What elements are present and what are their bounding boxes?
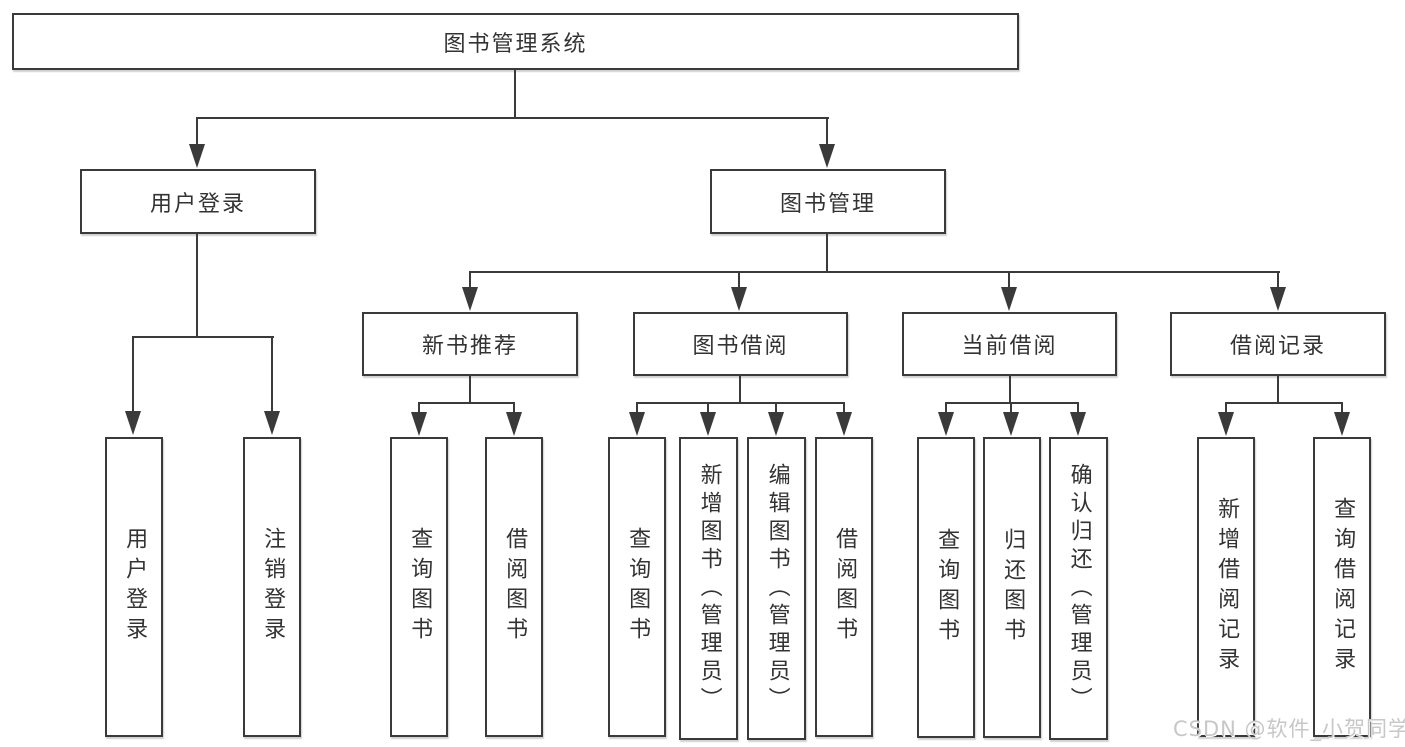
connector-recommend-stem	[469, 374, 471, 403]
connector-login-drop-1	[132, 336, 134, 413]
node-book-borrow: 图书借阅	[633, 312, 848, 376]
arrow-to-add-borrow-record	[1218, 412, 1234, 436]
leaf-borrow-books-recommend-label: 借阅图书	[502, 527, 528, 647]
leaf-edit-books-admin-label: 编辑图书（管理员）	[764, 462, 790, 715]
connector-borrow-stem	[739, 374, 741, 403]
arrow-to-borrow-records	[1270, 287, 1286, 311]
connector-recommend-drop-1	[418, 402, 420, 414]
arrow-to-query-books-borrow	[629, 412, 645, 436]
connector-root-drop-left	[196, 117, 198, 146]
arrow-to-confirm-return-admin	[1070, 412, 1086, 436]
connector-records-crossbar	[1225, 402, 1343, 404]
connector-current-stem	[1009, 374, 1011, 403]
arrow-to-query-books-current	[938, 412, 954, 436]
arrow-to-user-login	[189, 144, 205, 168]
leaf-query-books-recommend-label: 查询图书	[407, 527, 433, 647]
leaf-confirm-return-admin: 确认归还（管理员）	[1049, 437, 1108, 740]
connector-borrow-drop-4	[843, 402, 845, 414]
arrow-to-borrow-books	[836, 412, 852, 436]
arrow-to-query-borrow-record	[1334, 412, 1350, 436]
arrow-to-add-books-admin	[700, 412, 716, 436]
leaf-query-borrow-record: 查询借阅记录	[1313, 437, 1371, 737]
leaf-return-books-label: 归还图书	[1000, 527, 1026, 648]
leaf-user-login: 用户登录	[105, 437, 163, 737]
csdn-watermark: CSDN @软件_小贺同学	[1173, 717, 1405, 741]
arrow-to-leaf-logout	[264, 411, 280, 435]
connector-mgmt-drop-3	[1008, 271, 1010, 289]
leaf-borrow-books-label: 借阅图书	[832, 527, 858, 647]
leaf-confirm-return-admin-label: 确认归还（管理员）	[1066, 462, 1092, 715]
node-root-label: 图书管理系统	[443, 31, 588, 57]
connector-borrow-crossbar	[636, 402, 845, 404]
connector-borrow-drop-2	[707, 402, 709, 414]
leaf-user-login-label: 用户登录	[122, 527, 148, 647]
node-new-book-recommend: 新书推荐	[362, 312, 578, 376]
leaf-query-books-borrow-label: 查询图书	[625, 527, 651, 647]
leaf-query-borrow-record-label: 查询借阅记录	[1330, 497, 1356, 677]
connector-mgmt-drop-2	[738, 271, 740, 289]
leaf-return-books: 归还图书	[983, 437, 1041, 738]
leaf-logout: 注销登录	[243, 437, 301, 737]
connector-current-drop-2	[1010, 402, 1012, 414]
arrow-to-current-borrow	[1001, 287, 1017, 311]
arrow-to-edit-books-admin	[768, 412, 784, 436]
node-borrow-records: 借阅记录	[1170, 312, 1386, 376]
connector-root-crossbar	[196, 117, 829, 119]
node-book-management: 图书管理	[710, 169, 946, 234]
arrow-to-leaf-user-login	[125, 411, 141, 435]
leaf-borrow-books-recommend: 借阅图书	[485, 437, 543, 737]
connector-current-drop-1	[945, 402, 947, 414]
node-user-login-label: 用户登录	[149, 191, 246, 217]
leaf-add-books-admin-label: 新增图书（管理员）	[696, 462, 722, 715]
leaf-query-books-recommend: 查询图书	[390, 437, 448, 737]
node-user-login: 用户登录	[80, 169, 316, 234]
leaf-query-books-borrow: 查询图书	[608, 437, 666, 737]
connector-recommend-drop-2	[513, 402, 515, 414]
connector-mgmt-drop-1	[469, 271, 471, 289]
connector-records-stem	[1277, 374, 1279, 403]
node-current-borrow-label: 当前借阅	[961, 334, 1058, 359]
connector-current-crossbar	[945, 402, 1079, 404]
arrow-to-query-books-recommend	[411, 412, 427, 436]
arrow-to-borrow-books-recommend	[506, 412, 522, 436]
leaf-logout-label: 注销登录	[260, 527, 286, 647]
connector-recommend-crossbar	[418, 402, 515, 404]
node-new-book-recommend-label: 新书推荐	[421, 334, 518, 359]
leaf-add-books-admin: 新增图书（管理员）	[679, 437, 738, 740]
leaf-borrow-books: 借阅图书	[815, 437, 873, 737]
node-root-library-system: 图书管理系统	[12, 13, 1019, 70]
node-borrow-records-label: 借阅记录	[1229, 334, 1326, 359]
connector-records-drop-1	[1225, 402, 1227, 414]
connector-mgmt-drop-4	[1277, 271, 1279, 289]
connector-login-drop-2	[271, 336, 273, 413]
connector-login-stem	[196, 233, 198, 337]
leaf-edit-books-admin: 编辑图书（管理员）	[747, 437, 806, 740]
connector-borrow-drop-1	[636, 402, 638, 414]
arrow-to-book-management	[819, 144, 835, 168]
leaf-add-borrow-record: 新增借阅记录	[1197, 437, 1255, 737]
arrow-to-new-book-recommend	[462, 287, 478, 311]
connector-borrow-drop-3	[775, 402, 777, 414]
connector-mgmt-stem	[826, 233, 828, 273]
node-book-borrow-label: 图书借阅	[692, 334, 789, 359]
leaf-query-books-current: 查询图书	[917, 437, 975, 738]
connector-root-stem	[514, 68, 516, 118]
connector-mgmt-crossbar	[469, 271, 1280, 273]
node-book-management-label: 图书管理	[779, 191, 876, 217]
connector-current-drop-3	[1077, 402, 1079, 414]
connector-login-crossbar	[132, 336, 274, 338]
connector-records-drop-2	[1341, 402, 1343, 414]
leaf-add-borrow-record-label: 新增借阅记录	[1214, 497, 1240, 677]
node-current-borrow: 当前借阅	[902, 312, 1117, 376]
leaf-query-books-current-label: 查询图书	[934, 527, 960, 648]
arrow-to-return-books	[1003, 412, 1019, 436]
connector-root-drop-right	[826, 117, 828, 146]
arrow-to-book-borrow	[731, 287, 747, 311]
